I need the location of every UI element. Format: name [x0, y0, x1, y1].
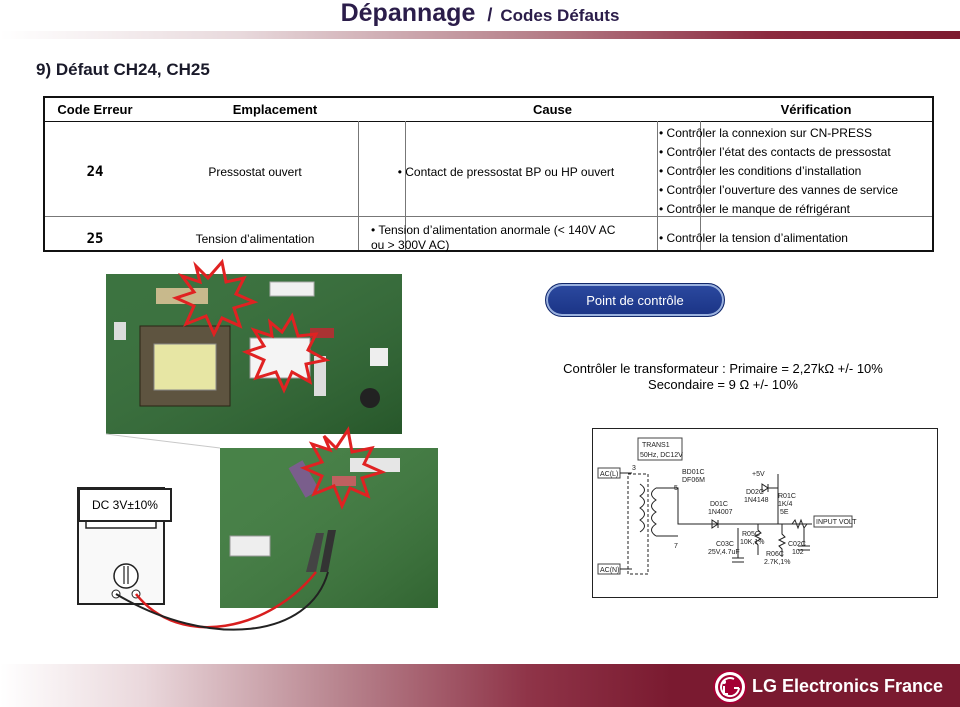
- probe-wire-black: [115, 571, 329, 631]
- col-divider: [657, 121, 658, 250]
- row-24-location: Pressostat ouvert: [208, 165, 302, 179]
- check-item: • Contrôler les conditions d’installatio…: [659, 164, 862, 178]
- d01-part: 1N4007: [708, 509, 733, 516]
- row-25-location: Tension d’alimentation: [195, 232, 315, 246]
- probe-wire-red: [135, 571, 317, 629]
- r06-val: 2.7K,1%: [764, 559, 790, 566]
- ac-l-label: AC(L): [600, 471, 618, 478]
- d02-label: D02C: [746, 489, 764, 496]
- meter-label: DC 3V±10%: [92, 498, 158, 512]
- row-24-checks: • Contrôler la connexion sur CN-PRESS • …: [659, 124, 931, 219]
- schematic-wiring: [620, 472, 812, 575]
- d02-part: 1N4148: [744, 497, 769, 504]
- row-25-checks: • Contrôler la tension d’alimentation: [659, 229, 931, 248]
- r01-tol: 5E: [780, 509, 789, 516]
- row-25-code: 25: [86, 231, 104, 247]
- title-separator: /: [487, 5, 493, 25]
- r01-label: R01C: [778, 493, 796, 500]
- r05-label: R05C: [742, 531, 760, 538]
- check-item: • Contrôler l’ouverture des vannes de se…: [659, 183, 898, 197]
- bd01-label: BD01C: [682, 469, 705, 476]
- row-24-code: 24: [86, 164, 104, 180]
- meter-label-box: DC 3V±10%: [78, 488, 172, 522]
- pcb-photo-illustration: [77, 258, 438, 631]
- transformer-check-text: Contrôler le transformateur : Primaire =…: [545, 361, 901, 393]
- bd01-part: DF06M: [682, 477, 705, 484]
- circuit-schematic: TRANS1 50Hz, DC12V AC(L) AC(N) 3 5 7 BD0…: [592, 428, 938, 598]
- error-code-table: Code Erreur Emplacement Cause Vérificati…: [43, 96, 934, 252]
- row-24-cause: • Contact de pressostat BP ou HP ouvert: [397, 165, 615, 179]
- check-item: • Contrôler l’état des contacts de press…: [659, 145, 891, 159]
- c02-val: 102: [792, 549, 804, 556]
- footer-band: [0, 664, 960, 707]
- highlight-burst-icon: [299, 426, 387, 510]
- transformer-primary: Contrôler le transformateur : Primaire =…: [563, 361, 883, 376]
- section-title: 9) Défaut CH24, CH25: [36, 60, 210, 79]
- header-verification: Vérification: [700, 98, 932, 122]
- col-divider: [358, 121, 359, 250]
- col-divider: [405, 121, 406, 250]
- header-cause: Cause: [405, 98, 700, 122]
- pin-3: 3: [632, 465, 636, 472]
- r05-val: 10K,1%: [740, 539, 765, 546]
- control-point-button[interactable]: Point de contrôle: [545, 283, 725, 317]
- input-volt-label: INPUT VOLT: [816, 519, 857, 526]
- header-band: [0, 31, 960, 39]
- highlight-burst-icon: [171, 258, 259, 338]
- c03-label: C03C: [716, 541, 734, 548]
- trans-spec: 50Hz, DC12V: [640, 452, 683, 459]
- page-header: Dépannage / Codes Défauts: [0, 0, 960, 30]
- trans-label: TRANS1: [642, 442, 670, 449]
- control-point-label: Point de contrôle: [586, 293, 684, 308]
- pcb-probe-photo: [220, 448, 438, 608]
- cause-line: ou > 300V AC): [371, 238, 450, 252]
- header-location: Emplacement: [145, 98, 405, 122]
- transformer-secondary: Secondaire = 9 Ω +/- 10%: [648, 377, 798, 392]
- c02-label: C02C: [788, 541, 806, 548]
- r06-label: R06C: [766, 551, 784, 558]
- plus5-label: +5V: [752, 471, 765, 478]
- header-code: Code Erreur: [45, 98, 145, 122]
- footer-brand: LG Electronics France: [752, 676, 944, 696]
- d01-label: D01C: [710, 501, 728, 508]
- lg-logo-icon: [713, 670, 747, 704]
- ac-n-label: AC(N): [600, 567, 619, 574]
- highlight-burst-icon: [241, 312, 331, 394]
- page-title: Dépannage: [340, 0, 476, 27]
- check-item: • Contrôler la connexion sur CN-PRESS: [659, 126, 872, 140]
- page-subtitle: Codes Défauts: [500, 6, 620, 25]
- col-divider: [700, 121, 701, 250]
- cause-line: • Tension d’alimentation anormale (< 140…: [371, 223, 616, 237]
- r01-val: 1K/4: [778, 501, 793, 508]
- check-item: • Contrôler le manque de réfrigérant: [659, 202, 850, 216]
- check-item: • Contrôler la tension d’alimentation: [659, 231, 848, 245]
- row-25-cause: • Tension d’alimentation anormale (< 140…: [371, 223, 655, 253]
- row-divider: [45, 216, 932, 217]
- c03-val: 25V,4.7uF: [708, 549, 740, 556]
- pin-7: 7: [674, 543, 678, 550]
